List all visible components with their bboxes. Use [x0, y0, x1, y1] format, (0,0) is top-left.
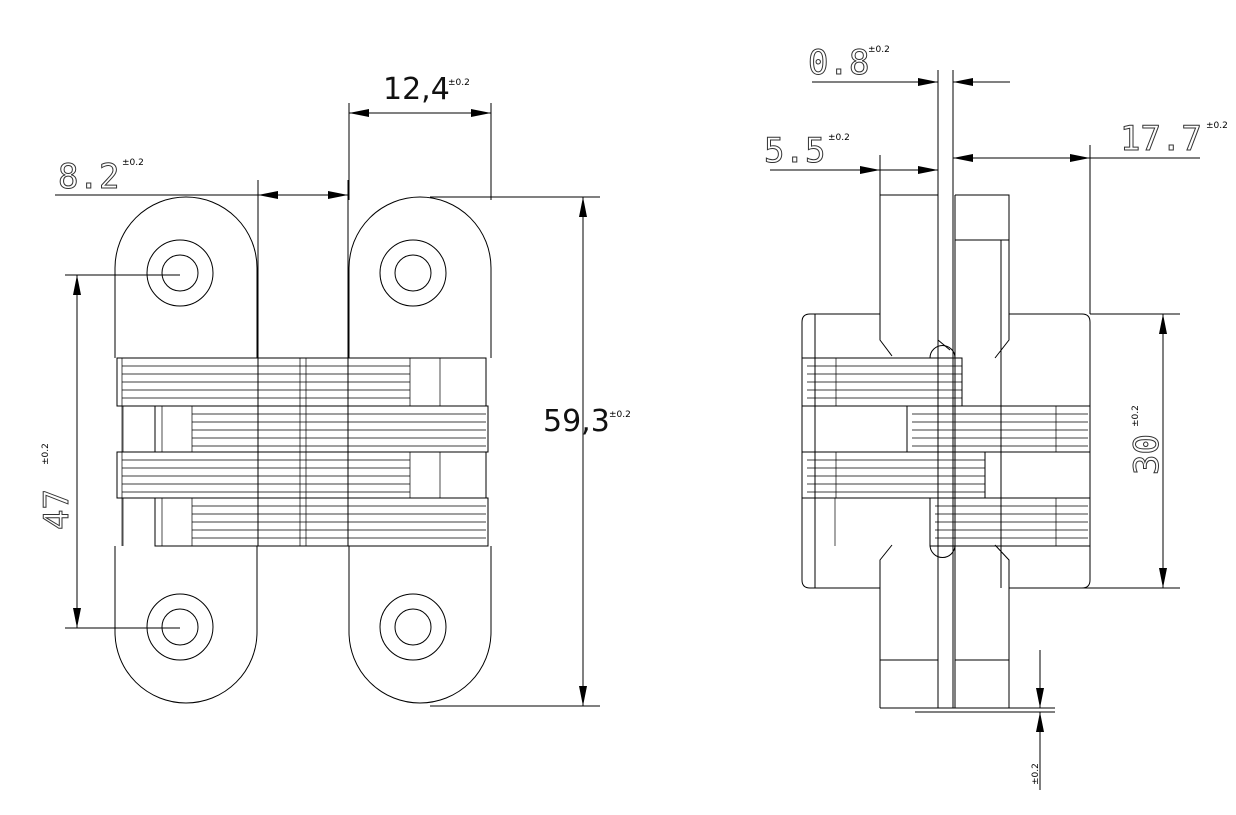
side-dimension-lines [770, 70, 1200, 790]
dim-center-tol: ±0.2 [868, 45, 890, 55]
dim-gap: 12,4 [383, 72, 450, 107]
front-view: 8.2 ±0.2 12,4 ±0.2 59,3 ±0.2 47 ±0.2 [37, 72, 631, 707]
dim-leaf-width-tol: ±0.2 [122, 158, 144, 168]
dim-half-right-tol: ±0.2 [1206, 121, 1228, 131]
dim-height-tol: ±0.2 [609, 410, 631, 420]
dim-offset-tol: ±0.2 [1031, 763, 1041, 785]
dim-height: 59,3 [543, 404, 610, 439]
knuckle-bands [116, 357, 489, 547]
dim-hole-pitch: 47 [37, 489, 77, 530]
dim-gap-tol: ±0.2 [448, 78, 470, 88]
dim-half-left-tol: ±0.2 [828, 133, 850, 143]
dim-body-tol: ±0.2 [1131, 405, 1141, 427]
dim-body: 30 [1127, 434, 1167, 475]
dimension-lines [55, 103, 600, 707]
right-leaf [348, 196, 492, 704]
side-view: 0.8 ±0.2 5.5 ±0.2 17.7 ±0.2 30 ±0.2 ±0.2 [764, 43, 1228, 790]
dim-hole-pitch-tol: ±0.2 [41, 443, 51, 465]
dim-half-left: 5.5 [764, 131, 825, 171]
dim-leaf-width: 8.2 [58, 157, 119, 197]
dim-center: 0.8 [808, 43, 869, 83]
screw-holes [146, 239, 447, 661]
left-leaf [114, 196, 258, 704]
dim-half-right: 17.7 [1120, 119, 1202, 159]
